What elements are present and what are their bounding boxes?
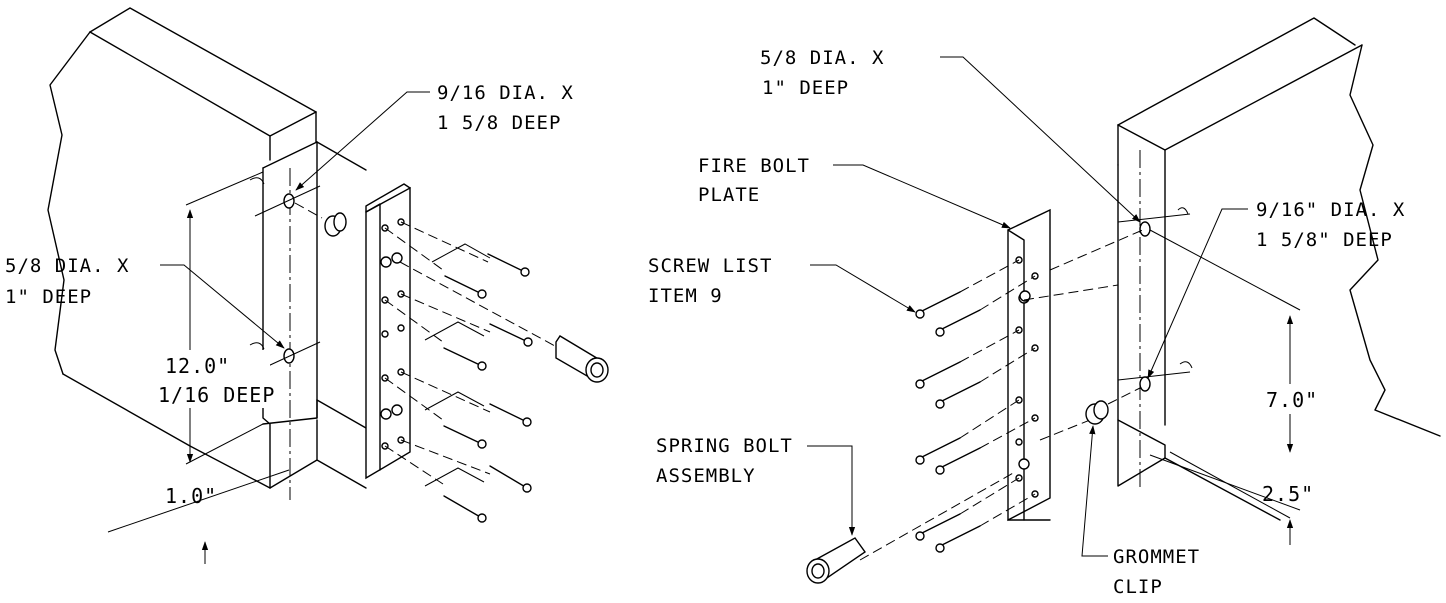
right-dim-upper-value: 7.0" xyxy=(1266,388,1318,412)
right-callout-top-hole: 5/8 DIA. X 1" DEEP xyxy=(760,47,1141,223)
right-fire-bolt-label-2: PLATE xyxy=(698,184,760,206)
left-callout-top-hole: 9/16 DIA. X 1 5/8 DEEP xyxy=(295,82,574,191)
right-top-hole-label-2: 1" DEEP xyxy=(762,77,849,99)
left-dim-width: 1.0" xyxy=(107,469,290,564)
right-fire-bolt-plate xyxy=(1007,208,1146,522)
right-screw-label-1: SCREW LIST xyxy=(648,255,772,277)
left-callout-side-hole: 5/8 DIA. X 1" DEEP xyxy=(5,255,285,349)
right-dim-lower-value: 2.5" xyxy=(1262,482,1314,506)
left-top-hole-label-1: 9/16 DIA. X xyxy=(437,82,574,104)
left-dim-height-value: 12.0" xyxy=(165,354,230,378)
left-dim-height-depth: 1/16 DEEP xyxy=(158,383,275,407)
left-door-slab xyxy=(47,7,367,500)
left-dim-width-value: 1.0" xyxy=(165,484,217,508)
right-spring-bolt-label-1: SPRING BOLT xyxy=(656,435,793,457)
right-grommet-label-1: GROMMET xyxy=(1113,546,1200,568)
left-view: 9/16 DIA. X 1 5/8 DEEP 5/8 DIA. X 1" DEE… xyxy=(5,7,609,564)
left-side-hole-label-2: 1" DEEP xyxy=(5,286,92,308)
left-dim-height: 12.0" 1/16 DEEP xyxy=(155,171,275,465)
right-callout-fire-bolt: FIRE BOLT PLATE xyxy=(698,155,1011,229)
right-spring-bolt-label-2: ASSEMBLY xyxy=(656,465,756,487)
right-dims: 7.0" 2.5" xyxy=(1149,229,1332,545)
left-screws xyxy=(384,221,533,523)
left-side-hole-label-1: 5/8 DIA. X xyxy=(5,255,129,277)
left-top-hole xyxy=(283,193,295,209)
left-grommet xyxy=(294,202,347,237)
right-callout-screw: SCREW LIST ITEM 9 xyxy=(648,255,916,313)
right-fire-bolt-label-1: FIRE BOLT xyxy=(698,155,810,177)
right-screws xyxy=(915,259,1036,553)
left-spring-bolt xyxy=(399,261,609,383)
right-spring-bolt xyxy=(806,471,1016,584)
right-side-hole xyxy=(1139,376,1151,392)
left-strike-plate xyxy=(365,183,411,480)
right-door-slab xyxy=(1117,17,1441,521)
left-top-hole-label-2: 1 5/8 DEEP xyxy=(437,112,561,134)
right-callout-side-hole: 9/16" DIA. X 1 5/8" DEEP xyxy=(1147,199,1405,379)
right-top-hole xyxy=(1139,221,1151,237)
right-callout-spring-bolt: SPRING BOLT ASSEMBLY xyxy=(656,435,856,536)
right-side-hole-label-1: 9/16" DIA. X xyxy=(1256,199,1405,221)
right-grommet-label-2: CLIP xyxy=(1113,576,1163,598)
right-top-hole-label-1: 5/8 DIA. X xyxy=(760,47,884,69)
right-callout-grommet: GROMMET CLIP xyxy=(1081,425,1200,598)
right-side-hole-label-2: 1 5/8" DEEP xyxy=(1256,229,1393,251)
right-screw-label-2: ITEM 9 xyxy=(648,285,723,307)
right-view: 5/8 DIA. X 1" DEEP FIRE BOLT PLATE SCREW… xyxy=(648,17,1441,598)
right-grommet xyxy=(1085,387,1141,425)
